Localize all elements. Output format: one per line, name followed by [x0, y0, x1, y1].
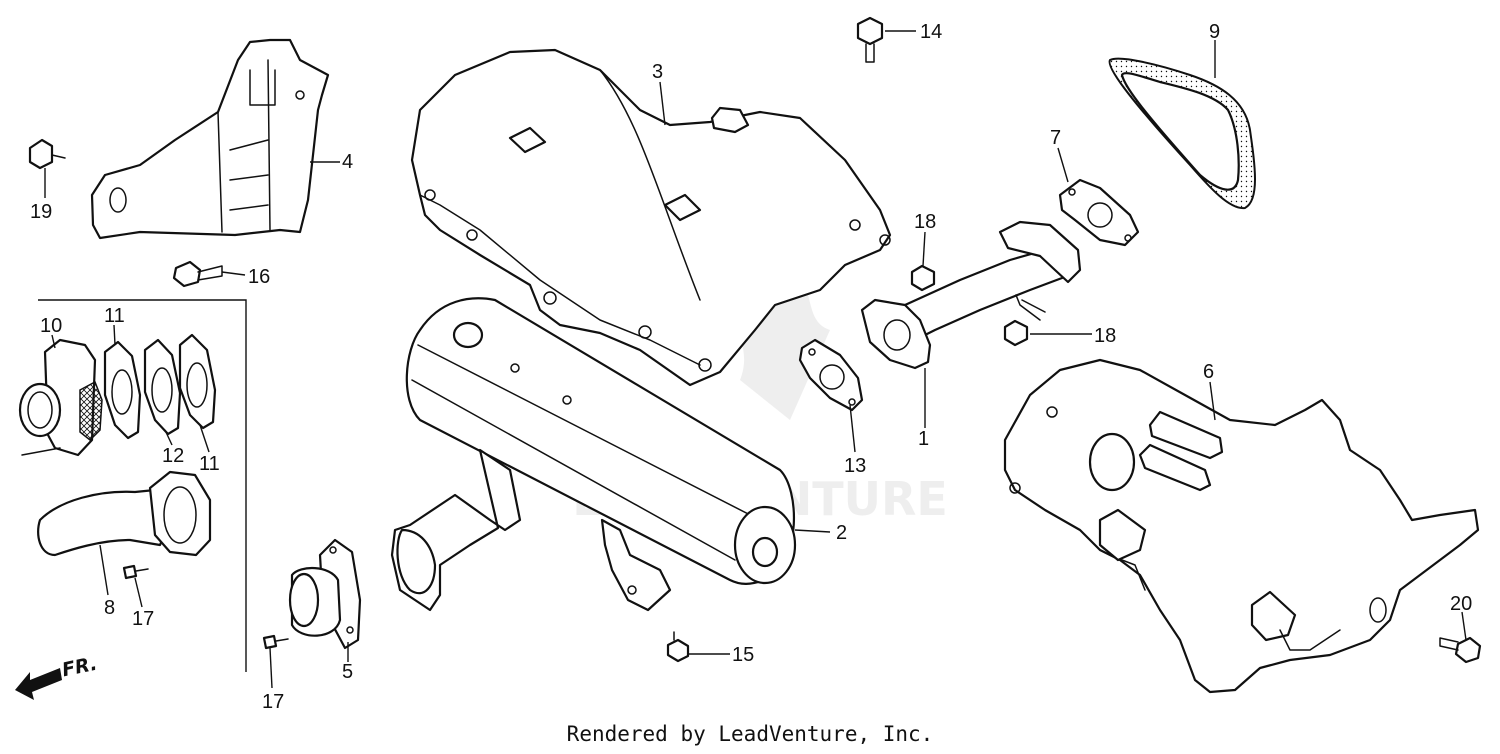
callout-10: 10	[40, 315, 62, 337]
callout-6: 6	[1203, 361, 1214, 383]
callout-14: 14	[920, 21, 942, 43]
part-14-bolt	[856, 16, 884, 63]
callout-3: 3	[652, 61, 663, 83]
part-18-nut-upper	[910, 264, 936, 292]
callout-13: 13	[844, 455, 866, 477]
callout-19: 19	[30, 201, 52, 223]
callout-15: 15	[732, 644, 754, 666]
part-11-gasket-right	[178, 333, 217, 430]
part-16-bolt	[172, 260, 223, 288]
front-direction-arrow	[15, 668, 62, 700]
callout-20: 20	[1450, 593, 1472, 615]
callout-2: 2	[836, 522, 847, 544]
footer-credit: Rendered by LeadVenture, Inc.	[566, 722, 934, 746]
part-9-gasket	[1108, 57, 1256, 210]
callout-11-left: 11	[104, 305, 125, 327]
callout-labels: 1 2 3 4 5 6 7 8 9 10 11 11 12 13 14 15 1…	[30, 21, 1472, 713]
callout-11-right: 11	[199, 453, 220, 475]
callout-18-upper: 18	[914, 211, 936, 233]
part-7-gasket	[1058, 178, 1140, 247]
callout-18-lower: 18	[1094, 325, 1116, 347]
part-17-screw-lower	[262, 634, 289, 650]
part-3-heat-shield	[410, 48, 892, 387]
callout-17-lower: 17	[262, 691, 284, 713]
leader-lines	[44, 30, 1467, 689]
part-15-bolt	[666, 631, 690, 663]
callout-12: 12	[162, 445, 184, 467]
part-6-lower-shield	[1003, 358, 1480, 694]
inset-border	[38, 299, 247, 672]
part-18-nut-lower	[1003, 319, 1029, 347]
callout-5: 5	[342, 661, 353, 683]
part-8-tailpipe	[37, 470, 212, 557]
part-10-joint	[18, 338, 103, 457]
part-12-gasket	[143, 338, 182, 436]
part-4-bracket	[90, 38, 330, 240]
part-13-gasket	[798, 338, 864, 412]
part-1-exhaust-pipe	[860, 220, 1082, 370]
part-2-muffler	[390, 297, 797, 612]
callout-4: 4	[342, 151, 353, 173]
part-20-bolt	[1439, 636, 1482, 664]
part-5-joint	[288, 538, 362, 650]
callout-17-upper: 17	[132, 608, 154, 630]
part-19-bolt	[28, 138, 66, 170]
callout-7: 7	[1050, 127, 1061, 149]
callout-1: 1	[918, 428, 929, 450]
callout-8: 8	[104, 597, 115, 619]
callout-16: 16	[248, 266, 270, 288]
part-17-screw-upper	[122, 564, 149, 580]
part-11-gasket-left	[103, 340, 142, 440]
callout-9: 9	[1209, 21, 1220, 43]
